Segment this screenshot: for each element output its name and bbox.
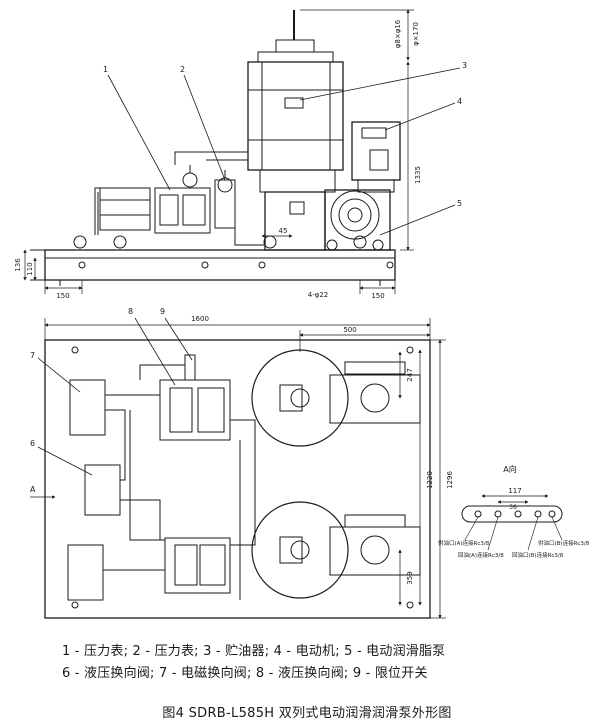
callout-9: 9 — [160, 307, 165, 316]
dim-247: 247 — [406, 368, 414, 381]
plan-view — [44, 339, 431, 619]
view-a-title: A向 — [503, 464, 516, 474]
callout-1: 1 — [103, 65, 108, 74]
port-supply-b: 供油口(B)连接Rc3/8 — [538, 539, 590, 547]
legend-line-1: 1 - 压力表; 2 - 压力表; 3 - 贮油器; 4 - 电动机; 5 - … — [62, 644, 446, 659]
callout-4: 4 — [457, 97, 462, 106]
dim-top-v2: φ×170 — [412, 22, 420, 46]
dim-1600: 1600 — [191, 315, 209, 323]
callout-8: 8 — [128, 307, 133, 316]
front-callout-numbers: 1 2 3 4 5 — [103, 61, 467, 208]
dim-136: 136 — [14, 258, 22, 272]
plan-callout-numbers: 7 6 8 9 A — [30, 307, 165, 494]
dim-150-left: 150 — [56, 292, 69, 300]
view-a-detail — [461, 494, 563, 551]
dim-1335: 1335 — [414, 166, 422, 184]
callout-5: 5 — [457, 199, 462, 208]
dim-500: 500 — [343, 326, 356, 334]
front-dimension-texts: φ8×φ16 φ×170 1335 136 110 150 150 4-φ22 … — [14, 19, 422, 300]
dim-top-v1: φ8×φ16 — [394, 19, 402, 48]
dim-45: 45 — [279, 227, 288, 235]
callout-3: 3 — [462, 61, 467, 70]
dim-1296: 1296 — [446, 471, 454, 489]
callout-2: 2 — [180, 65, 185, 74]
dim-110: 110 — [26, 262, 34, 275]
dim-4xphi22: 4-φ22 — [308, 291, 329, 299]
dim-150-right: 150 — [371, 292, 384, 300]
dim-1220: 1220 — [426, 471, 434, 489]
dim-117: 117 — [508, 487, 521, 495]
front-elevation-view — [30, 10, 401, 286]
view-a-texts: A向 117 36 供油口(A)连接Rc3/8 回油(A)连接Rc3/8 回油口… — [438, 464, 590, 559]
front-dimension-lines — [23, 9, 414, 294]
figure-caption: 图4 SDRB-L585H 双列式电动润滑润滑泵外形图 — [162, 706, 452, 721]
callout-6: 6 — [30, 439, 35, 448]
plan-dimension-lines — [30, 318, 446, 619]
callout-7: 7 — [30, 351, 35, 360]
port-return-b: 回油口(B)连接Rc3/8 — [512, 551, 564, 559]
port-supply-a: 供油口(A)连接Rc3/8 — [438, 539, 490, 547]
technical-drawing: φ8×φ16 φ×170 1335 136 110 150 150 4-φ22 … — [14, 9, 590, 619]
legend-line-2: 6 - 液压换向阀; 7 - 电磁换向阀; 8 - 液压换向阀; 9 - 限位开… — [62, 666, 428, 681]
dim-359: 359 — [406, 571, 414, 584]
plan-dimension-texts: 1600 500 247 1220 1296 359 — [191, 315, 454, 585]
dim-36: 36 — [509, 504, 517, 511]
plan-callout-leaders — [37, 317, 193, 476]
port-return-a: 回油(A)连接Rc3/8 — [458, 551, 504, 559]
front-callout-leaders — [107, 67, 461, 236]
view-a-arrow-label: A — [30, 485, 36, 494]
